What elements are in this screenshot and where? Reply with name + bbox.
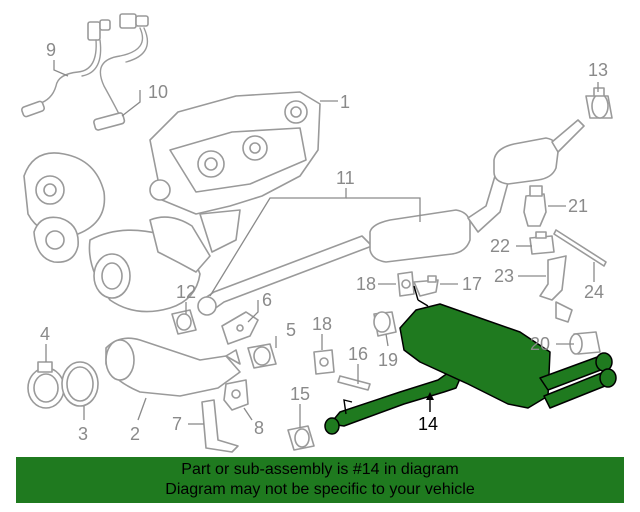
callout-3: 3: [78, 424, 88, 444]
rubber-mount-22: [529, 231, 555, 255]
intermediate-exhaust-pipe: [197, 119, 585, 316]
callout-16: 16: [348, 344, 368, 364]
rubber-mount-18a: [397, 271, 415, 297]
clamp-5: [247, 343, 277, 369]
catalytic-converter-2: [105, 337, 241, 397]
bushing-19: [373, 311, 397, 337]
callout-9: 9: [46, 40, 56, 60]
info-banner: Part or sub-assembly is #14 in diagram D…: [16, 457, 624, 503]
callout-17: 17: [462, 274, 482, 294]
exploded-parts-diagram: 1 2 3 4 5 6 7 8 9 10 11 12 13 14 15 16 1…: [20, 13, 617, 453]
bracket-8: [223, 379, 249, 411]
callout-6: 6: [262, 290, 272, 310]
oxygen-sensor-upper: [20, 19, 111, 118]
clamp-13: [585, 87, 613, 119]
callout-22: 22: [490, 236, 510, 256]
turbocharger-manifold-assembly: [23, 91, 321, 313]
callout-15: 15: [290, 384, 310, 404]
banner-line-disclaimer: Diagram may not be specific to your vehi…: [165, 481, 475, 498]
callout-5: 5: [286, 320, 296, 340]
callout-14-highlighted: 14: [418, 414, 438, 434]
callout-24: 24: [584, 282, 604, 302]
callout-21: 21: [568, 196, 588, 216]
callout-4: 4: [40, 324, 50, 344]
clamp-15: [287, 425, 315, 451]
bracket-23: [539, 255, 573, 323]
rubber-mount-18b: [313, 349, 335, 375]
hanger-21: [523, 185, 547, 227]
bracket-17: [413, 275, 439, 297]
bracket-6: [221, 311, 259, 345]
callout-1: 1: [340, 92, 350, 112]
clamp-12: [171, 309, 197, 335]
clamp-4: [27, 361, 65, 409]
callout-20: 20: [530, 334, 550, 354]
rod-24: [553, 229, 607, 267]
callout-8: 8: [254, 418, 264, 438]
callout-7: 7: [172, 414, 182, 434]
rear-muffler-assembly-highlighted: [324, 285, 617, 435]
banner-line-part-number: Part or sub-assembly is #14 in diagram: [181, 461, 459, 478]
callout-12: 12: [176, 282, 196, 302]
callout-11: 11: [336, 168, 355, 188]
callout-18-lower: 18: [312, 314, 332, 334]
oxygen-sensor-lower: [93, 13, 149, 131]
gasket-3: [61, 361, 99, 407]
callout-10: 10: [148, 82, 168, 102]
callout-23: 23: [494, 266, 514, 286]
bracket-7: [201, 399, 239, 453]
callout-19: 19: [378, 350, 398, 370]
bolt-16: [337, 375, 371, 391]
leader-lines: [45, 60, 599, 428]
callout-13: 13: [588, 60, 608, 80]
callout-2: 2: [130, 424, 140, 444]
callout-18-upper: 18: [356, 274, 376, 294]
tailpipe-trim-20: [569, 331, 601, 355]
